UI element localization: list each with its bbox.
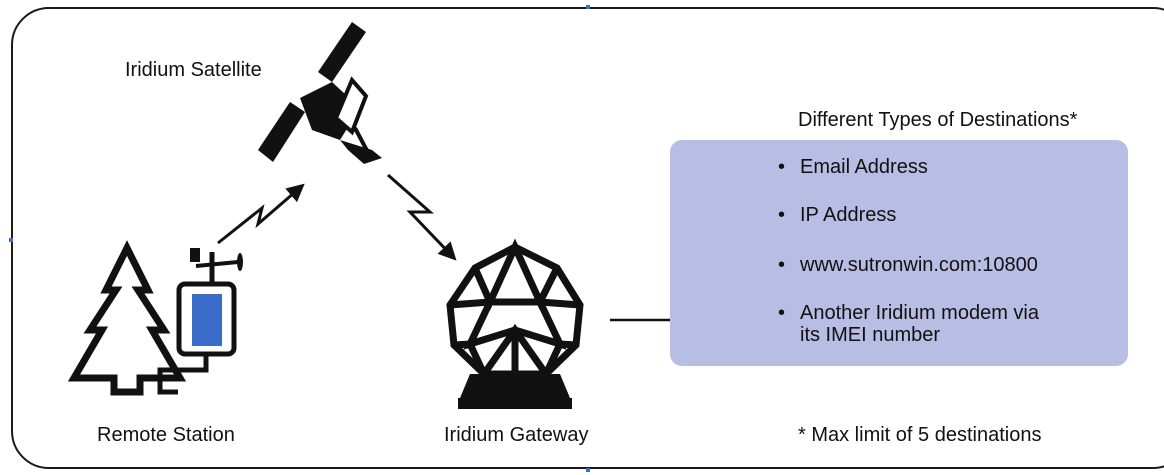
weather-station-icon <box>157 248 243 395</box>
uplink-arrow <box>217 183 305 245</box>
selection-handle-bottom <box>586 468 590 472</box>
remote-station-label: Remote Station <box>97 424 235 446</box>
satellite-label: Iridium Satellite <box>125 59 262 81</box>
geodesic-dome-icon <box>446 238 584 381</box>
destinations-box: Email Address IP Address www.sutronwin.c… <box>670 140 1128 366</box>
destinations-heading: Different Types of Destinations* <box>798 109 1078 131</box>
gateway-label: Iridium Gateway <box>444 424 589 446</box>
destination-email: Email Address <box>778 156 1100 178</box>
destination-url: www.sutronwin.com:10800 <box>778 254 1100 276</box>
downlink-arrow <box>387 173 457 261</box>
destination-modem: Another Iridium modem via its IMEI numbe… <box>778 302 1100 346</box>
gateway-base <box>458 374 572 409</box>
satellite-icon <box>258 22 382 164</box>
tree-icon <box>67 240 187 396</box>
selection-handle-left <box>9 238 13 242</box>
selection-handle-top <box>586 5 590 9</box>
destination-ip: IP Address <box>778 204 1100 226</box>
destinations-footnote: * Max limit of 5 destinations <box>798 424 1042 446</box>
